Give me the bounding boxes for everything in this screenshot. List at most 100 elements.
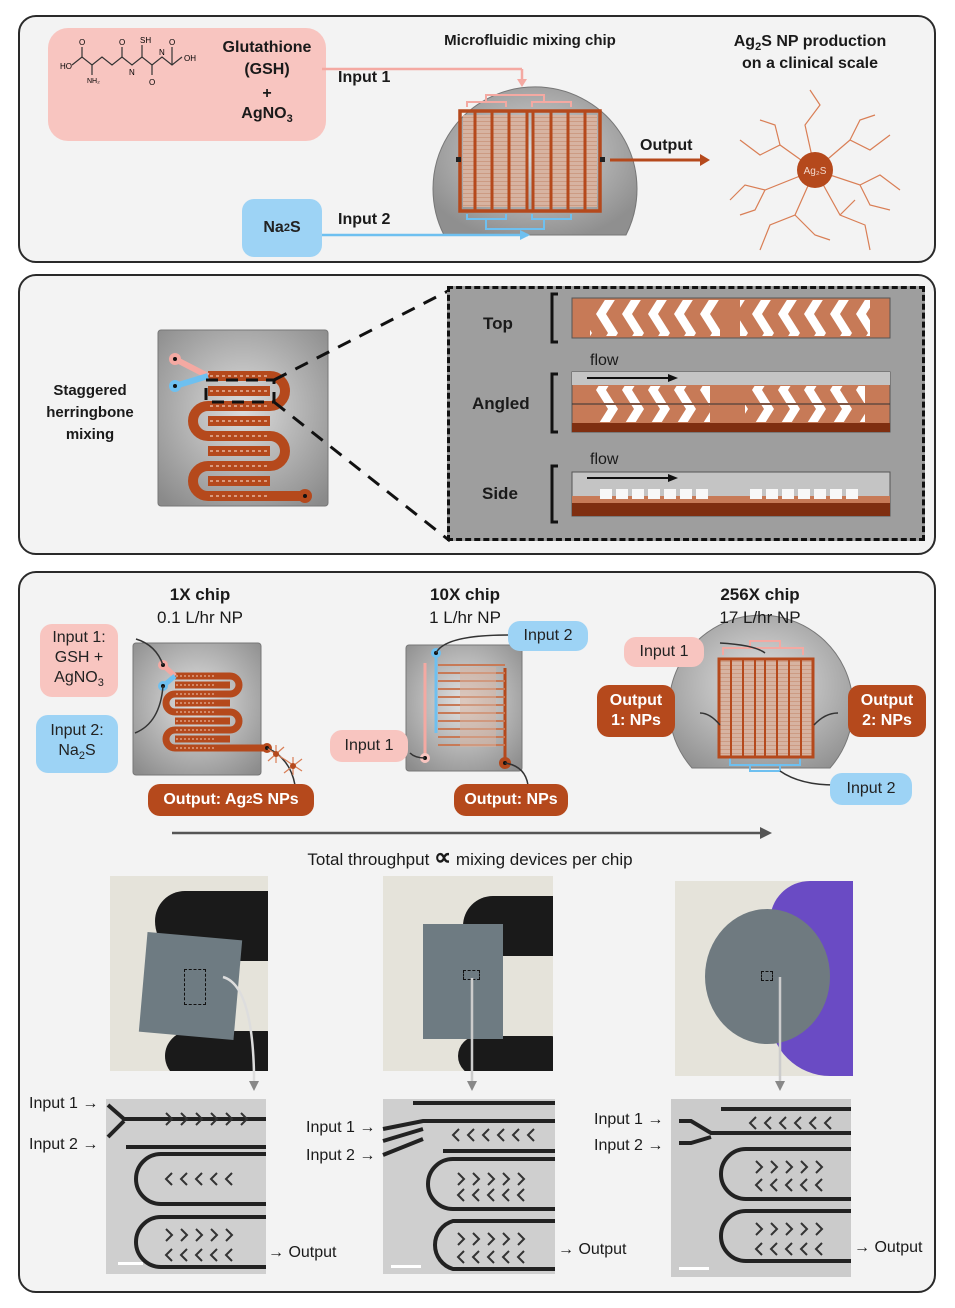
chip1x-input2-line1: Input 2: — [50, 722, 104, 740]
wafer-mixing-chip — [322, 67, 710, 240]
micro2-output-label: → Output — [558, 1241, 626, 1259]
micro3-input2-label: Input 2 → — [594, 1137, 663, 1155]
reagent1-name: Glutathione — [222, 39, 312, 56]
mol-label-n2: N — [159, 48, 165, 57]
wafer-256x-physical — [705, 909, 830, 1044]
herringbone-title-line2: herringbone — [46, 404, 134, 421]
gsh-molecule-structure: HO O NH₂ O N SH O N O OH — [60, 36, 196, 87]
na2s-text: Na — [263, 219, 284, 236]
arrow-right-icon: → — [854, 1239, 870, 1256]
view-label-top: Top — [483, 314, 513, 333]
micro1-input1-label: Input 1 → — [29, 1095, 98, 1113]
wafer-256x-zoom-region — [761, 971, 773, 981]
micrograph-10x — [382, 1099, 555, 1274]
mol-label-ho: HO — [60, 62, 72, 71]
arrow-right-icon: → — [359, 1119, 376, 1136]
micro2-input1-text: Input 1 — [306, 1119, 355, 1136]
throughput-prefix: Total throughput — [307, 850, 430, 869]
arrow-right-icon: → — [558, 1241, 574, 1258]
ag2s-core — [797, 152, 833, 188]
panel-synthesis-overview: HO O NH₂ O N SH O N O OH Glutathione (GS… — [18, 15, 936, 263]
micrograph-1x — [106, 1099, 266, 1274]
mol-label-o2: O — [119, 38, 125, 47]
na2s-suffix: S — [289, 219, 301, 236]
reagent1-agno3: AgNO3 — [212, 105, 322, 125]
mol-label-sh: SH — [140, 36, 151, 45]
chip1x-output-text: Output: Ag — [163, 791, 247, 808]
glove-black-4 — [458, 1036, 553, 1071]
chip1x-output-suffix: S NPs — [252, 791, 299, 808]
micro1-output-label: → Output — [268, 1244, 336, 1262]
herringbone-title-line3: mixing — [65, 426, 115, 443]
scale-bar-1x — [118, 1262, 143, 1265]
chip1x-na2s-suffix: S — [84, 742, 96, 760]
micro2-input1-label: Input 1 → — [306, 1119, 375, 1137]
view-label-angled: Angled — [472, 394, 530, 413]
photo-1x-chip — [110, 876, 268, 1071]
mol-label-nh2: NH₂ — [87, 78, 100, 85]
throughput-caption: Total throughput ∝ mixing devices per ch… — [160, 843, 780, 872]
herringbone-title-line1: Staggered — [53, 382, 127, 399]
input2-label: Input 2 — [338, 211, 391, 228]
proportional-icon: ∝ — [434, 844, 452, 871]
scale-bar-256x — [679, 1267, 709, 1270]
chip1x-input1-badge: Input 1: GSH + AgNO3 — [40, 624, 118, 697]
herringbone-views — [550, 292, 891, 524]
chip1x-rate: 0.1 L/hr NP — [157, 608, 243, 627]
chip1x-input1-line2: GSH + — [54, 648, 104, 666]
arrow-right-icon: → — [82, 1095, 99, 1112]
arrow-right-icon: → — [268, 1244, 284, 1261]
chip1x-input1-line3: AgNO3 — [54, 668, 104, 693]
chip1x-input1-line1: Input 1: — [52, 628, 106, 646]
product-title-suffix: S NP production — [761, 33, 887, 50]
chip256x-output1-line1: Output — [609, 692, 663, 709]
chip256x-input1-badge: Input 1 — [624, 637, 704, 667]
chip256x-output1-badge: Output 1: NPs — [597, 685, 675, 737]
chip10x-input1-badge: Input 1 — [330, 730, 408, 762]
zoom-arrows — [222, 975, 785, 1091]
micro3-input2-text: Input 2 — [594, 1137, 643, 1154]
chip256x-output2-line1: Output — [860, 692, 914, 709]
throughput-suffix: mixing devices per chip — [455, 850, 633, 869]
arrow-right-icon: → — [647, 1111, 664, 1128]
mol-label-o3: O — [149, 78, 155, 87]
chip1x-input2-line2: Na2S — [58, 741, 95, 766]
product-title-line2: on a clinical scale — [741, 55, 879, 72]
micrograph-256x — [671, 1099, 851, 1277]
product-title-line1: Ag2S NP production — [710, 33, 910, 53]
micro3-output-text: Output — [874, 1239, 923, 1256]
product-ag: Ag — [733, 33, 756, 50]
chip256x-input2-badge: Input 2 — [830, 773, 912, 805]
micro1-input2-label: Input 2 → — [29, 1136, 98, 1154]
flow-label-side: flow — [590, 451, 619, 468]
chip1x-diagram — [132, 614, 854, 839]
micro1-input2-text: Input 2 — [29, 1136, 78, 1153]
view-label-side: Side — [482, 484, 518, 503]
micro3-input1-text: Input 1 — [594, 1111, 643, 1128]
ag2s-core-label: Ag₂S — [804, 166, 827, 177]
chip10x-output-badge: Output: NPs — [454, 784, 568, 816]
mol-label-o1: O — [79, 38, 85, 47]
product-sub: 2 — [755, 41, 762, 54]
reagent-plus: + — [262, 85, 272, 102]
scale-bar-10x — [391, 1265, 421, 1268]
chip256x-output1-line2: 1: NPs — [611, 712, 661, 729]
micro2-input2-label: Input 2 → — [306, 1147, 375, 1165]
chip1x-na2s-sub: 2 — [78, 750, 85, 763]
chip-10x-physical — [423, 924, 503, 1039]
chip-1x-zoom-region — [184, 969, 206, 1005]
reagent1-abbrev: (GSH) — [244, 61, 290, 78]
chip256x-title: 256X chip — [720, 585, 800, 604]
chip256x-output2-line2: 2: NPs — [862, 712, 912, 729]
photo-256x-chip — [675, 881, 853, 1076]
chip1x-input2-badge: Input 2: Na2S — [36, 715, 118, 773]
chip256x-rate: 17 L/hr NP — [719, 608, 801, 627]
mol-label-o4: O — [169, 38, 175, 47]
agno3-text: AgNO — [241, 105, 287, 122]
chip1x-agno3: AgNO — [54, 668, 98, 686]
arrow-right-icon: → — [647, 1137, 664, 1154]
micro3-input1-label: Input 1 → — [594, 1111, 663, 1129]
chip10x-title: 10X chip — [430, 585, 500, 604]
chip10x-rate: 1 L/hr NP — [429, 608, 501, 627]
